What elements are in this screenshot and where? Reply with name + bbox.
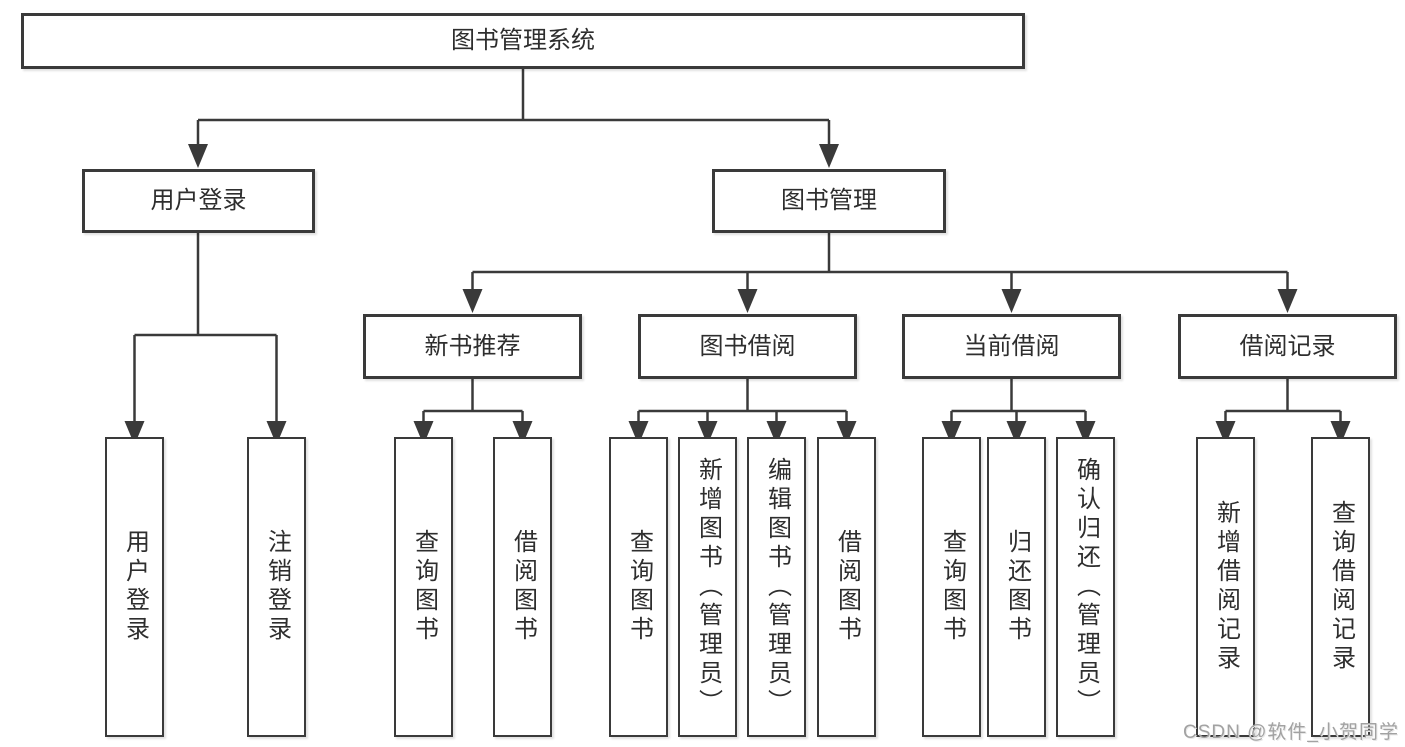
leaf-query-borrow-record: 查询借阅记录 — [1311, 437, 1370, 737]
leaf-query-books-recommend: 查询图书 — [394, 437, 453, 737]
arrowheads — [124, 144, 1351, 445]
leaf-return-books: 归还图书 — [987, 437, 1046, 737]
node-new-book-recommendation: 新书推荐 — [363, 314, 582, 379]
leaf-add-books-admin: 新增图书（管理员） — [678, 437, 737, 737]
leaf-borrow-books: 借阅图书 — [817, 437, 876, 737]
leaf-query-books-borrowing: 查询图书 — [609, 437, 668, 737]
leaf-borrow-books-recommend: 借阅图书 — [493, 437, 552, 737]
node-book-borrowing: 图书借阅 — [638, 314, 857, 379]
node-book-management: 图书管理 — [712, 169, 946, 233]
leaf-query-books-current: 查询图书 — [922, 437, 981, 737]
leaf-edit-books-admin: 编辑图书（管理员） — [747, 437, 806, 737]
node-borrowing-records: 借阅记录 — [1178, 314, 1397, 379]
csdn-watermark: CSDN @软件_小贺同学 — [1183, 722, 1399, 743]
leaf-user-login: 用户登录 — [105, 437, 164, 737]
leaf-add-borrow-record: 新增借阅记录 — [1196, 437, 1255, 737]
leaf-logout: 注销登录 — [247, 437, 306, 737]
node-current-borrowing: 当前借阅 — [902, 314, 1121, 379]
node-library-management-system: 图书管理系统 — [21, 13, 1025, 69]
node-user-login: 用户登录 — [82, 169, 315, 233]
leaf-confirm-return-admin: 确认归还（管理员） — [1056, 437, 1115, 737]
